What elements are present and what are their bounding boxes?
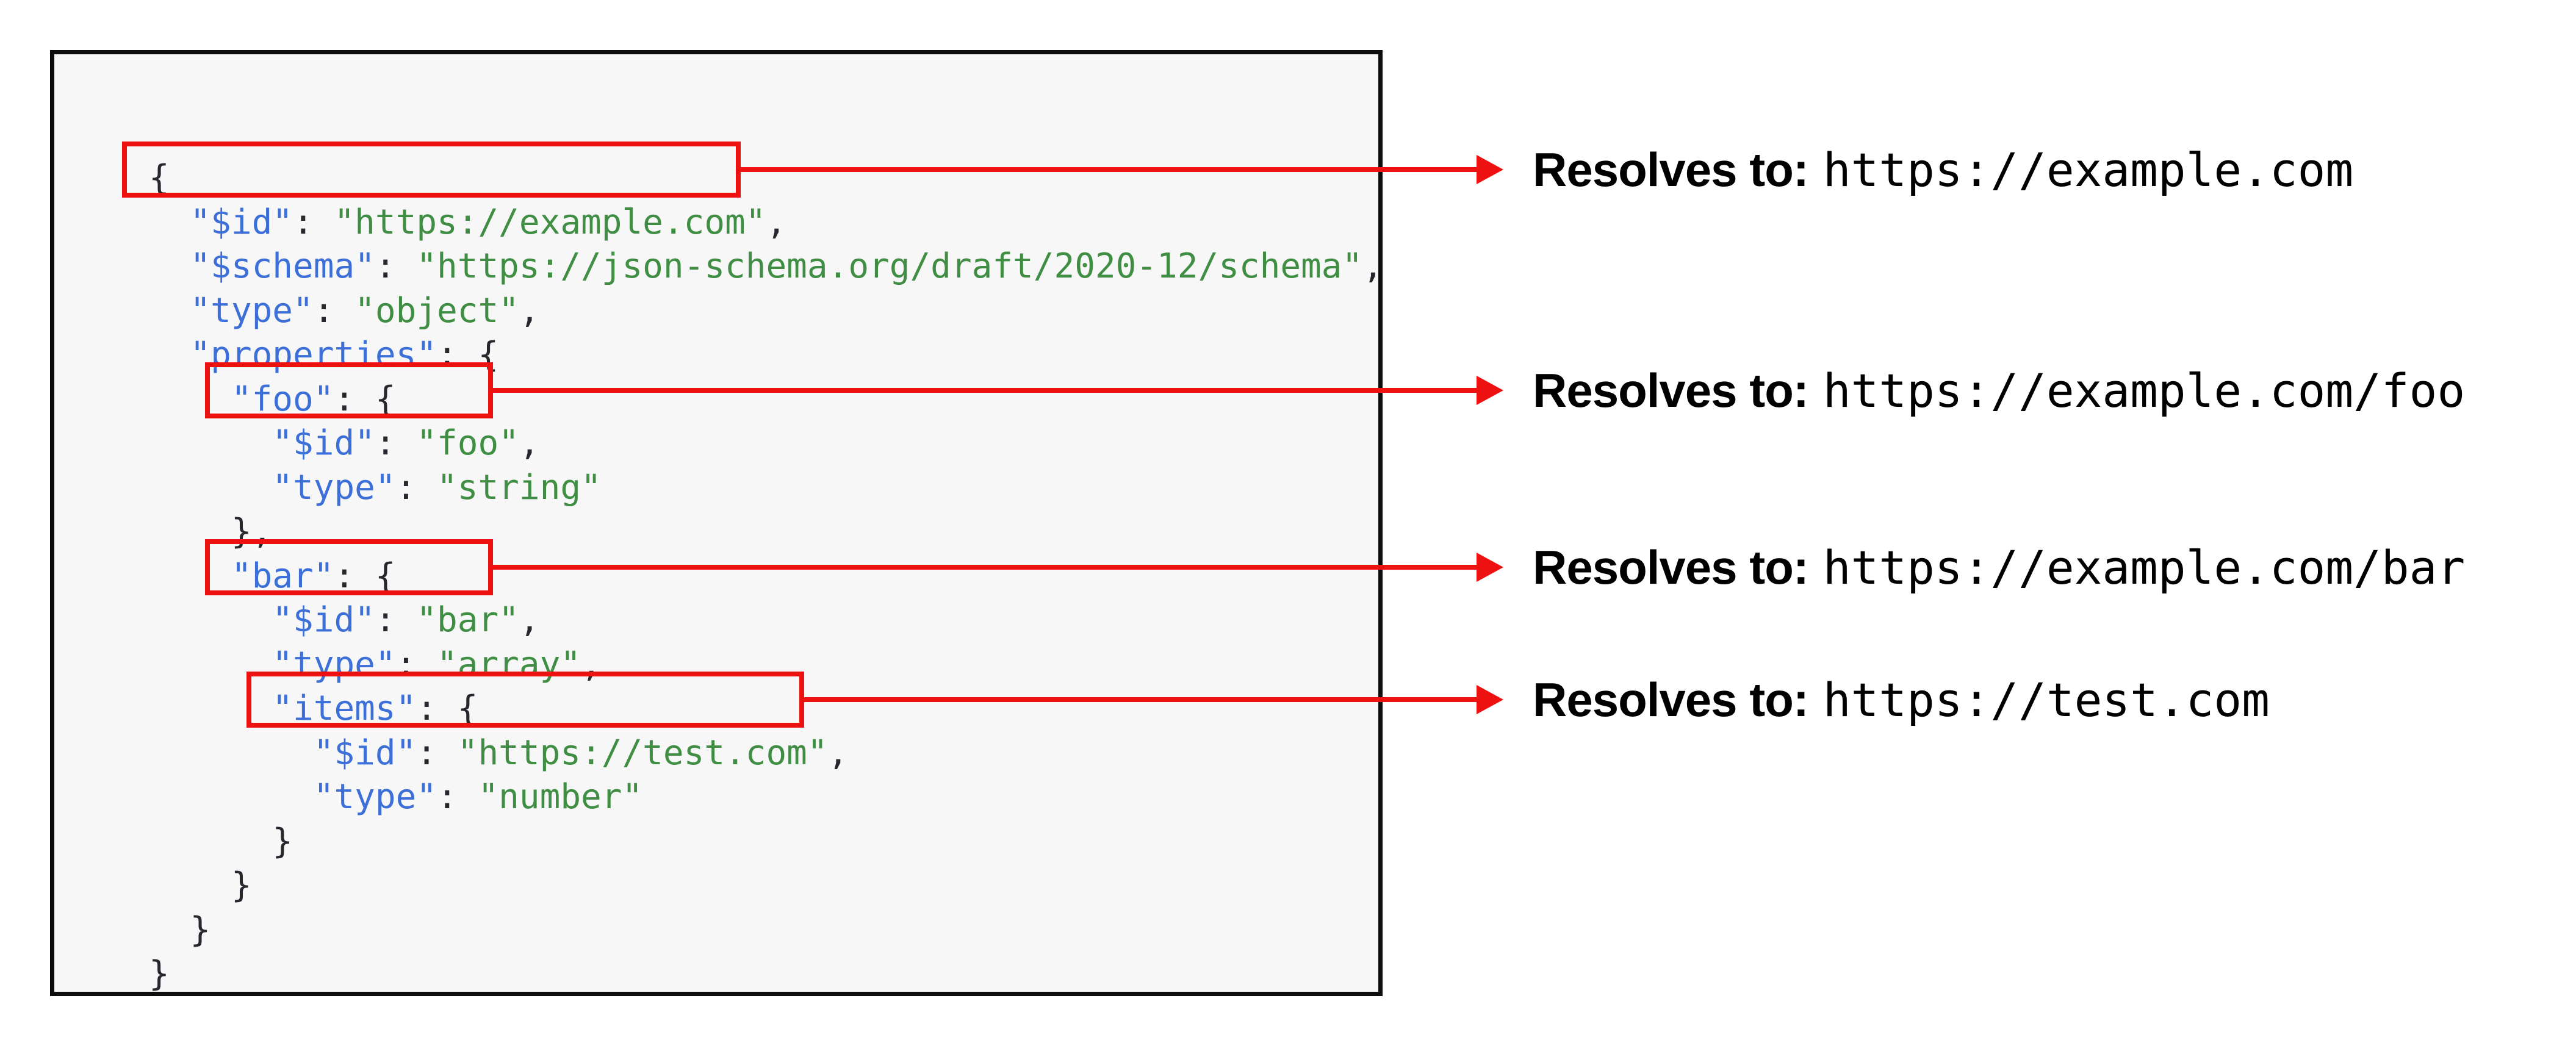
resolves-label: Resolves to: — [1533, 363, 1809, 417]
highlight-box-root-id — [122, 142, 741, 198]
resolved-url: https://example.com/foo — [1822, 363, 2466, 418]
arrow-head-icon — [1477, 553, 1503, 582]
arrow-line-items-id — [803, 697, 1477, 702]
resolved-url: https://test.com — [1822, 672, 2270, 727]
resolves-label: Resolves to: — [1533, 142, 1809, 196]
arrow-line-root-id — [739, 167, 1477, 172]
highlight-box-items-id — [246, 672, 804, 728]
arrow-line-foo-id — [492, 388, 1477, 393]
resolved-url: https://example.com — [1822, 142, 2354, 197]
arrow-head-icon — [1477, 376, 1503, 405]
resolved-url: https://example.com/bar — [1822, 540, 2466, 595]
resolves-annotation-root: Resolves to: https://example.com — [1533, 140, 2353, 199]
resolves-annotation-items: Resolves to: https://test.com — [1533, 670, 2270, 729]
resolves-annotation-bar: Resolves to: https://example.com/bar — [1533, 538, 2465, 597]
resolves-annotation-foo: Resolves to: https://example.com/foo — [1533, 361, 2465, 420]
highlight-box-bar-id — [205, 539, 493, 595]
arrow-head-icon — [1477, 685, 1503, 714]
json-schema-code-box: { "$id": "https://example.com", "$schema… — [50, 50, 1383, 996]
resolves-label: Resolves to: — [1533, 672, 1809, 726]
arrow-line-bar-id — [492, 565, 1477, 570]
json-code: { "$id": "https://example.com", "$schema… — [149, 158, 1383, 994]
arrow-head-icon — [1477, 155, 1503, 184]
resolves-label: Resolves to: — [1533, 540, 1809, 594]
highlight-box-foo-id — [205, 362, 493, 418]
